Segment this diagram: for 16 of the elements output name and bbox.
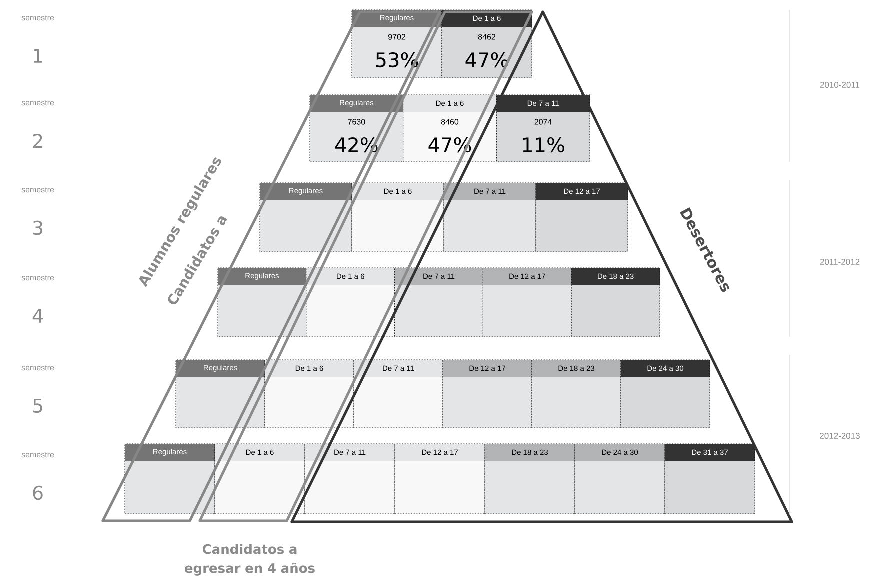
row-number: 1 [34, 49, 42, 63]
year-label: 2011-2012 [820, 259, 860, 265]
row-number: 4 [32, 309, 43, 323]
row-number: 6 [33, 486, 43, 500]
year-label: 2012-2013 [820, 433, 860, 439]
row-label: semestre [22, 275, 54, 281]
row-label: semestre [22, 452, 54, 458]
row-label: semestre [22, 15, 54, 21]
row-number: 3 [33, 220, 43, 236]
row-label: semestre [22, 365, 54, 371]
row-label: semestre [22, 100, 54, 106]
row-number: 5 [33, 398, 42, 414]
caption-text: Candidatos a egresar en 4 años [185, 544, 315, 576]
row-label: semestre [22, 187, 54, 193]
row-number: 2 [33, 134, 42, 148]
year-label: 2010-2011 [820, 82, 860, 88]
